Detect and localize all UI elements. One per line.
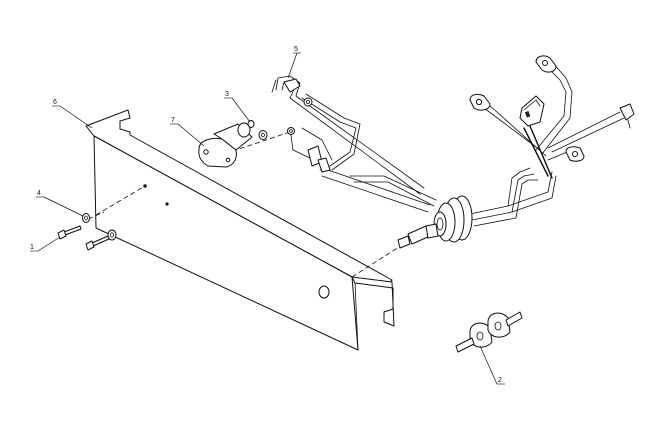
- screw-lower: [85, 229, 117, 251]
- assembly-line-relay: [235, 131, 291, 151]
- relay-solenoid: [198, 122, 253, 168]
- callout-label-6: 6: [53, 99, 57, 106]
- wiring-harness: [271, 75, 557, 227]
- callout-label-2: 2: [498, 377, 502, 384]
- callout-4: 4: [36, 190, 84, 217]
- callout-1: 1: [30, 236, 61, 252]
- callout-label-7: 7: [171, 117, 175, 124]
- keys: [455, 311, 523, 353]
- mounting-bracket: [85, 109, 395, 351]
- callout-7: 7: [170, 117, 205, 147]
- ignition-switch: [397, 195, 473, 249]
- callout-2: 2: [479, 345, 505, 385]
- callout-3: 3: [224, 91, 251, 123]
- harness-branch-right: [469, 55, 635, 179]
- callout-label-5: 5: [294, 46, 298, 53]
- screw-upper: [57, 213, 90, 240]
- callout-6: 6: [52, 99, 93, 129]
- assembly-line-washer: [87, 211, 105, 220]
- callout-label-3: 3: [225, 91, 229, 98]
- callout-label-1: 1: [30, 244, 34, 251]
- callout-label-4: 4: [37, 190, 41, 197]
- assembly-line-screw: [95, 185, 146, 216]
- relay-terminal-nut: [247, 120, 268, 140]
- callout-5: 5: [287, 46, 301, 79]
